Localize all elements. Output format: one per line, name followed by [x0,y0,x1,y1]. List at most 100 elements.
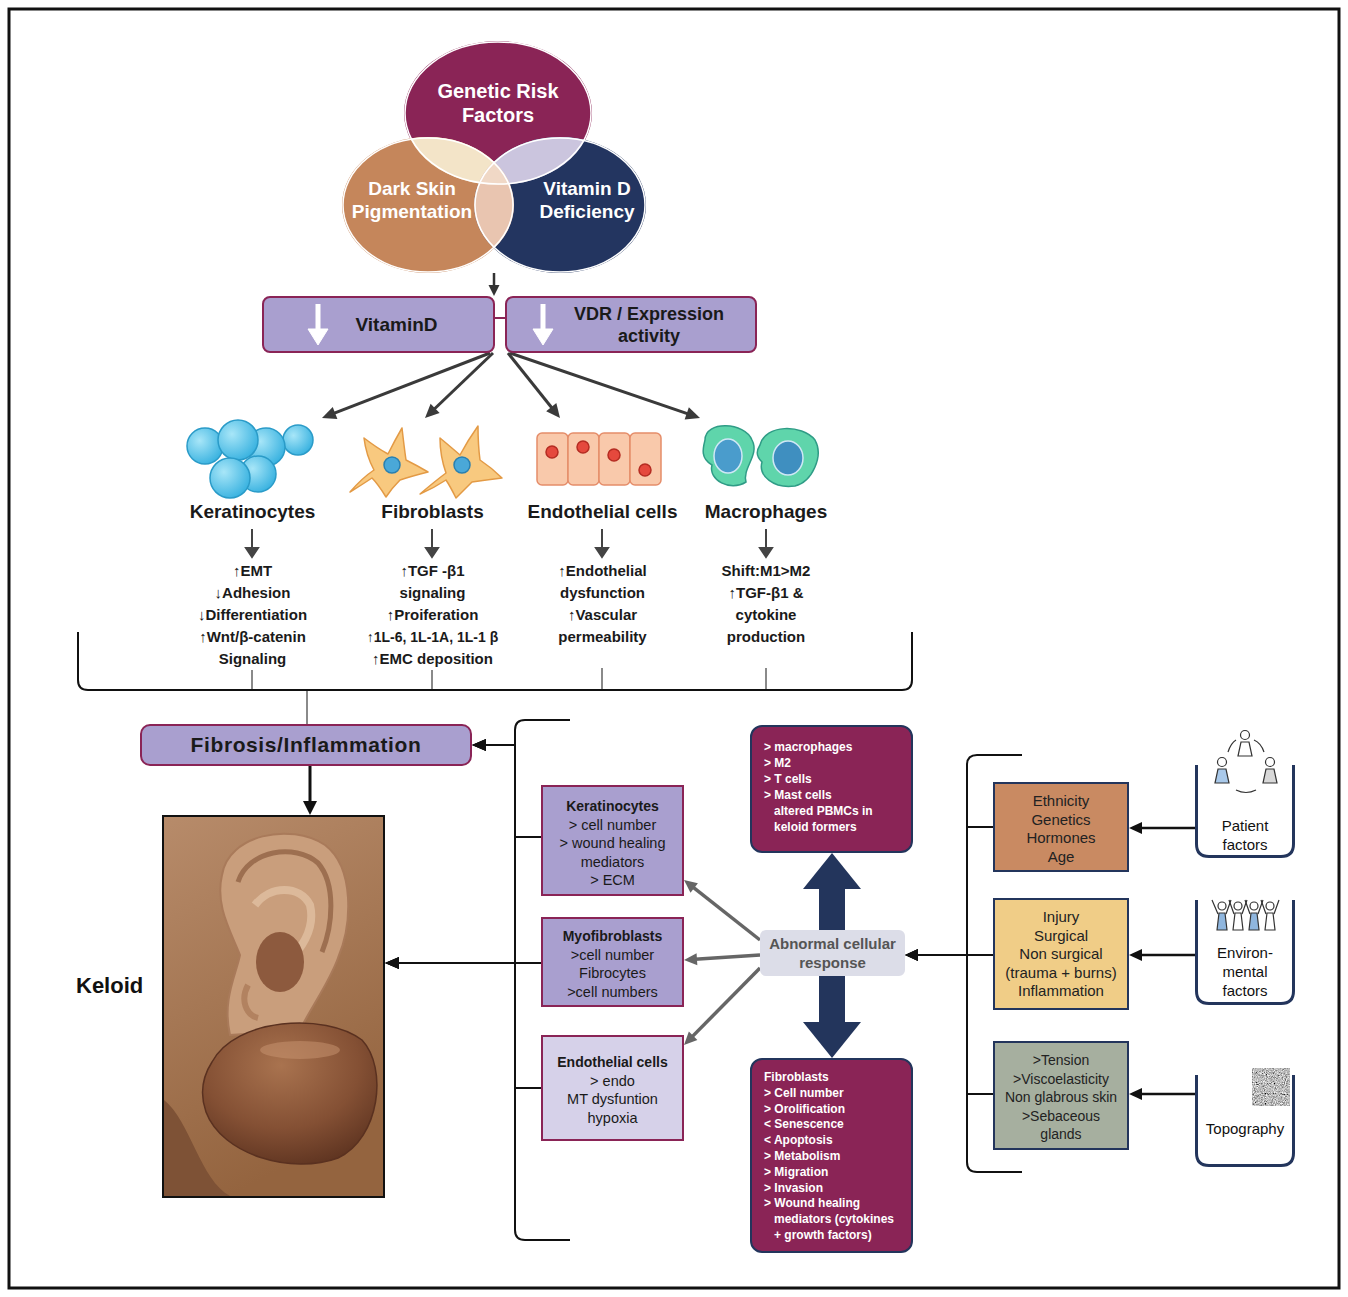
connector [252,670,307,724]
fibroblast-cells [420,426,502,498]
node-text: Age [997,848,1125,867]
node-text: Fibrocytes [548,964,677,983]
node-text: altered PBMCs in keloid formers [764,803,903,835]
arrowhead [905,949,918,961]
keratinocyte-cells [210,458,250,498]
connector-line [397,837,541,963]
cell-box: Keratinocytes> cell number> wound healin… [541,785,684,896]
cell-group: Keratinocytes↑EMT↓Adhesion↓Differentiati… [160,418,345,670]
node-text: ↑EMT [233,560,272,582]
connector-line [916,955,993,1094]
connector [803,976,861,1058]
endothelial-cells [577,441,589,453]
node-heading: Dark Skin Pigmentation [345,177,480,223]
node-text: ↑Wnt/β-catenin Signaling [178,626,328,670]
node-text: ↑1L-6, 1L-1A, 1L-1 β [367,626,498,648]
node-text: Non glabrous skin [997,1088,1125,1107]
keloid-photo [164,817,383,1196]
factor-box: InjurySurgicalNon surgical(trauma + burn… [993,898,1129,1010]
connector-line [307,668,766,724]
arrowhead [472,739,486,751]
keratinocyte-cells [187,428,223,464]
patient-icon [1236,790,1256,793]
connector-line [495,317,505,319]
connector-line [307,670,432,724]
node-text: > Wound healing mediators (cytokines + g… [764,1196,903,1243]
node-heading: >Tension [997,1051,1125,1070]
environment-icon [1229,900,1247,914]
node-text: > Cell number [764,1086,903,1102]
process-box: VitaminD [262,296,495,353]
small-down-arrow [431,529,433,549]
node-text: > Migration [764,1165,903,1181]
connector [385,957,541,1088]
node-text: Surgical [997,927,1125,946]
connector [425,353,493,418]
node-heading: VitaminD [355,314,437,336]
node-heading: Myofibroblasts [548,927,677,946]
node-text: > Invasion [764,1181,903,1197]
node-text: >cell number [548,946,677,965]
connector-line [695,955,760,959]
node-text: >Sebaceous glands [1011,1107,1111,1144]
connector-line [493,273,496,287]
node-text: ↑Vascular permeability [538,604,668,648]
connector [489,273,500,296]
connector-line [484,745,541,837]
factor-container: Topography [1195,1075,1295,1167]
connector [684,880,760,940]
node-text: ↑TGF -β1 signaling [373,560,493,604]
connector-line [307,668,602,724]
arrowhead [489,285,500,296]
environment-icon [1212,900,1231,914]
patient-icon [1215,731,1277,793]
small-down-arrow [426,548,438,557]
connector-line [397,963,541,1088]
node-text: hypoxia [548,1109,677,1128]
node-text: < Apoptosis [764,1133,903,1149]
venn-circle: Vitamin D Deficiency [474,137,646,273]
endothelial-cells [537,433,568,485]
circle-outline [405,42,591,184]
keratinocyte-cells [218,420,258,460]
arrowhead [385,957,399,969]
connector [1129,822,1195,834]
patient-icon [1218,758,1227,767]
node-heading: Patient factors [1201,816,1289,854]
node-heading: Genetic Risk Factors [423,79,573,127]
fibroblast-cells [384,457,400,473]
endothelial-cells [630,433,661,485]
cell-group: Fibroblasts↑TGF -β1 signaling↑Proiferati… [345,418,520,670]
node-text: ↑EMC deposition [372,648,493,670]
node-text: > endo [548,1072,677,1091]
environment-icon [1233,913,1243,930]
node-text: Inflammation [997,982,1125,1001]
node-heading: Keloid [76,973,143,999]
node-heading: Fibroblasts [381,500,483,524]
connector-line [1140,954,1195,957]
node-text: > Mast cells [764,787,903,803]
small-down-arrow [601,529,603,549]
node-text: Shift:M1>M2 [722,560,811,582]
node-text: > ECM [548,871,677,890]
environment-icon [1261,900,1279,914]
macrophage-cells [773,441,803,475]
connector-line [252,670,307,724]
factor-container: Patient factors [1195,765,1295,858]
connector [1129,1088,1195,1100]
fibroblast-cells [350,426,502,498]
environment-icon [1234,902,1242,910]
connector [303,766,317,815]
node-text: > T cells [764,771,903,787]
endothelial-cells [599,433,630,485]
endothelial-cells [537,433,661,485]
arrowhead [685,407,700,419]
arrowhead [1129,949,1142,961]
arrowhead [905,949,918,961]
keloid-photo [256,932,304,992]
cell-group: Endothelial cells↑Endothelial dysfunctio… [515,418,690,668]
patient-icon [1266,758,1275,767]
node-text: ↓Adhesion [215,582,291,604]
fibroblast-box: Fibroblasts> Cell number> Orolification<… [750,1058,913,1253]
